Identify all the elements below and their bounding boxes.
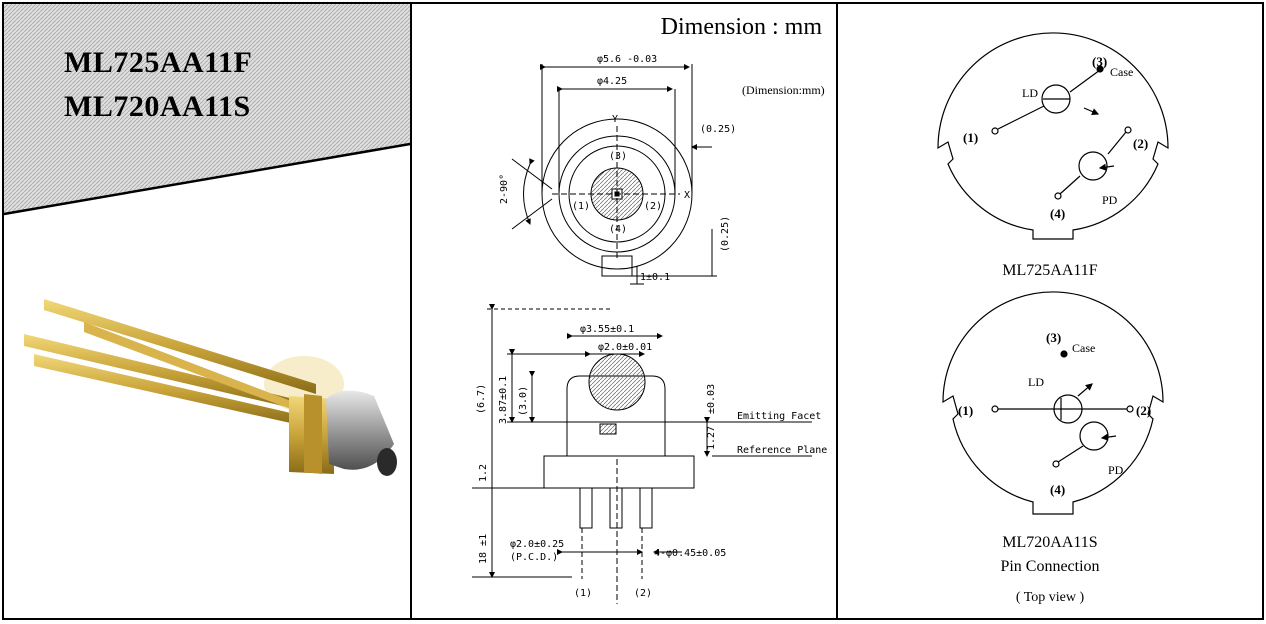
side-view — [472, 304, 812, 604]
top-view-note: ( Top view ) — [1015, 590, 1085, 605]
top-view — [511, 64, 717, 285]
product-graphics — [3, 4, 411, 476]
s-pin-1: (1) — [958, 403, 973, 418]
dim-lead-dia: 4-φ0.45±0.05 — [654, 548, 726, 559]
dim-facet-height: 1.27 — [706, 426, 717, 450]
dim-height-30: (3.0) — [518, 386, 529, 416]
top-pin-1: (1) — [572, 201, 590, 212]
dim-facet-tol: ±0.03 — [706, 384, 717, 414]
dimension-heading: Dimension : mm — [660, 14, 822, 40]
dim-pcd-note: (P.C.D.) — [510, 552, 558, 563]
header-diagonal — [3, 142, 411, 216]
f-pin-2: (2) — [1133, 136, 1148, 151]
s-pin-2: (2) — [1136, 403, 1151, 418]
model-caption-s: ML720AA11S — [1002, 534, 1098, 551]
dim-offset-bottom: (0.25) — [720, 216, 731, 252]
f-pin-4: (4) — [1050, 206, 1065, 221]
f-pin-1: (1) — [963, 130, 978, 145]
s-case-label: Case — [1072, 341, 1095, 355]
dim-lead-length: 18 ±1 — [478, 534, 489, 564]
top-pin-3: (3) — [609, 151, 627, 162]
unit-note: (Dimension:mm) — [742, 83, 825, 97]
f-ld-label: LD — [1022, 86, 1038, 100]
side-pin-1: (1) — [574, 588, 592, 599]
dim-height-387: 3.87±0.1 — [498, 376, 509, 424]
axis-x-label: X — [684, 190, 690, 201]
model-caption-f: ML725AA11F — [1002, 262, 1098, 279]
s-pin-4: (4) — [1050, 482, 1065, 497]
dim-total-height: (6.7) — [476, 384, 487, 414]
emitting-facet-label: Emitting Facet — [737, 411, 821, 422]
reference-plane-label: Reference Plane — [737, 445, 827, 456]
s-pd-label: PD — [1108, 463, 1124, 477]
dim-inner-dia: φ4.25 — [597, 76, 627, 87]
dim-offset-right: (0.25) — [700, 124, 736, 135]
dim-outer-dia: φ5.6 -0.03 — [597, 54, 657, 65]
dim-window-dia: φ2.0±0.01 — [598, 342, 652, 353]
f-case-label: Case — [1110, 65, 1133, 79]
top-pin-4: (4) — [609, 224, 627, 235]
side-pin-2: (2) — [634, 588, 652, 599]
dim-cap-dia: φ3.55±0.1 — [580, 324, 634, 335]
f-pin-3: (3) — [1092, 54, 1107, 69]
dim-pcd: φ2.0±0.25 — [510, 539, 564, 550]
dimension-panel: Dimension : mm — [410, 2, 838, 620]
top-pin-2: (2) — [644, 201, 662, 212]
dim-flange: 1.2 — [478, 464, 489, 482]
pin-diagram-f — [937, 32, 1169, 240]
dim-angle: 2-90° — [499, 174, 510, 204]
model-title-2: ML720AA11S — [64, 90, 251, 123]
pin-connection-caption: Pin Connection — [1000, 558, 1100, 575]
s-pin-3: (3) — [1046, 330, 1061, 345]
f-pd-label: PD — [1102, 193, 1118, 207]
s-ld-label: LD — [1028, 375, 1044, 389]
product-panel: ML725AA11F ML720AA11S — [2, 2, 412, 620]
laser-diode-photo — [24, 299, 397, 476]
model-title-1: ML725AA11F — [64, 46, 253, 79]
dimension-drawing: (Dimension:mm) φ5.6 -0.03 φ4.25 (0.25) (0.25… — [472, 54, 827, 604]
pin-diagram-s — [942, 291, 1164, 515]
axis-y-label: Y — [612, 114, 618, 125]
dim-key-width: 1±0.1 — [640, 272, 670, 283]
